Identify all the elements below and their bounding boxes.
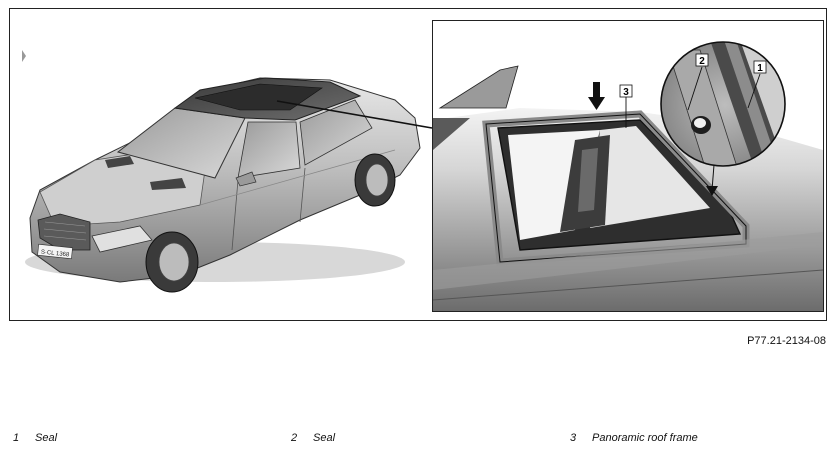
svg-text:3: 3 (623, 87, 629, 98)
legend-item-1: 1 Seal (13, 432, 57, 444)
legend-label: Seal (313, 432, 336, 444)
legend-label: Panoramic roof frame (592, 432, 698, 444)
vehicle-illustration: S·CL 1368 (22, 41, 823, 311)
callout-1: 1 (747, 60, 767, 109)
svg-text:1: 1 (757, 63, 763, 74)
leader-line (276, 100, 433, 129)
legend-number: 3 (570, 432, 577, 444)
figure-code: P77.21-2134-08 (747, 335, 826, 347)
inset-frame (432, 20, 824, 312)
legend-number: 2 (291, 432, 298, 444)
legend-number: 1 (13, 432, 20, 444)
callout-2: 2 (687, 53, 709, 111)
legend-item-3: 3 Panoramic roof frame (570, 432, 698, 444)
legend-item-2: 2 Seal (291, 432, 335, 444)
svg-text:2: 2 (699, 56, 705, 67)
car-drawing: S·CL 1368 (22, 50, 421, 293)
legend-label: Seal (35, 432, 58, 444)
license-plate-text: S·CL 1368 (41, 250, 71, 259)
arrow-marker (588, 82, 605, 110)
callout-3: 3 (619, 84, 633, 128)
